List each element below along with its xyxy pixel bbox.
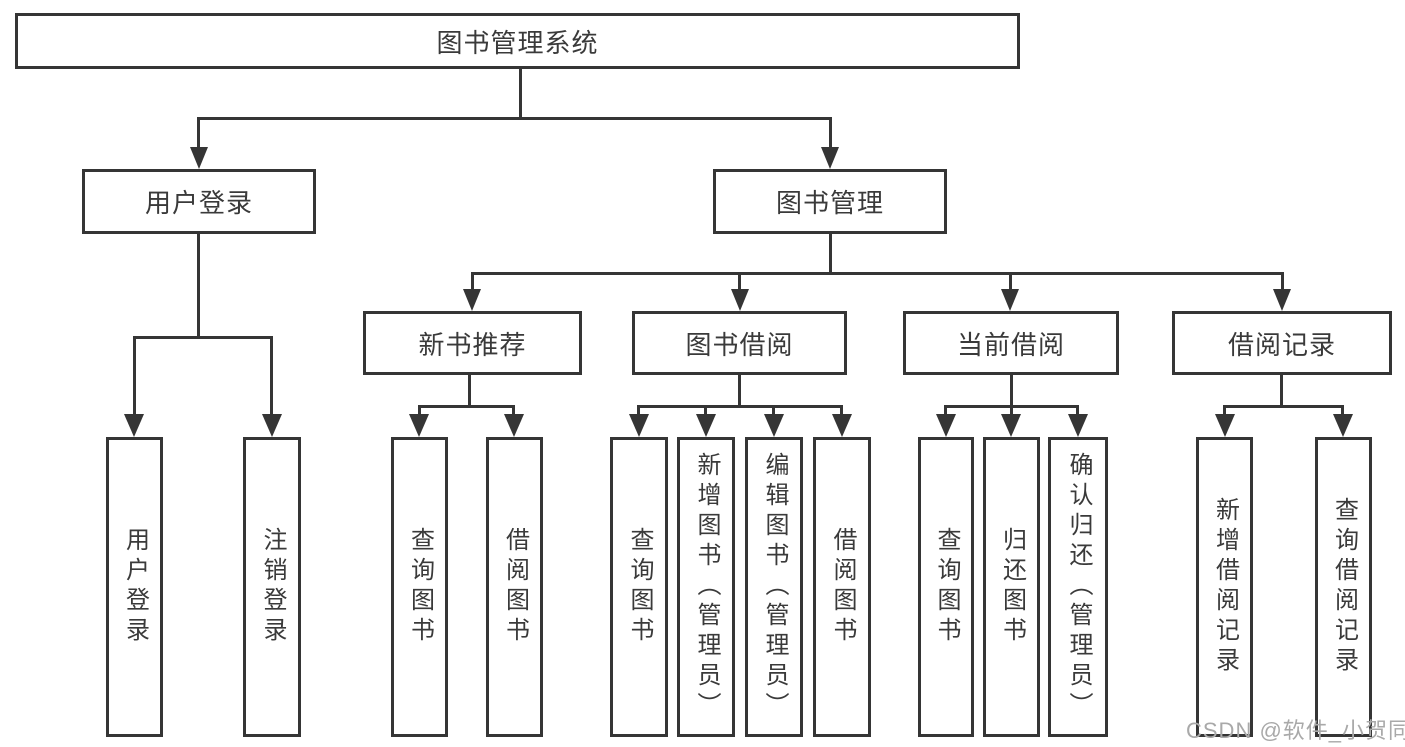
connector-bookborrow-drop-2 — [704, 405, 707, 417]
arrow-down-icon — [409, 414, 429, 437]
arrow-down-icon — [731, 289, 749, 311]
leaf-bookborrow-borrow: 借阅图书 — [813, 437, 871, 737]
node-book-management-label: 图书管理 — [775, 188, 884, 218]
leaf-bookborrow-query-label: 查询图书 — [626, 527, 653, 647]
connector-root-branch — [197, 117, 832, 120]
arrow-down-icon — [832, 414, 852, 437]
connector-currentborrow-drop-2 — [1010, 405, 1013, 417]
node-book-borrow: 图书借阅 — [632, 311, 847, 375]
leaf-currentborrow-query-label: 查询图书 — [933, 527, 960, 647]
connector-bookborrow-drop-4 — [840, 405, 843, 417]
connector-currentborrow-drop-1 — [944, 405, 947, 417]
connector-bookborrow-drop-1 — [637, 405, 640, 417]
arrow-down-icon — [1273, 289, 1291, 311]
arrow-down-icon — [463, 289, 481, 311]
connector-newbook-branch — [418, 405, 515, 408]
arrow-down-icon — [1215, 414, 1235, 437]
connector-root-drop-left — [197, 117, 200, 149]
connector-root-stem — [519, 67, 522, 119]
leaf-bookborrow-query: 查询图书 — [610, 437, 668, 737]
connector-userlogin-branch — [133, 336, 273, 339]
leaf-newbook-query: 查询图书 — [391, 437, 448, 737]
leaf-currentborrow-query: 查询图书 — [918, 437, 974, 737]
connector-userlogin-stem — [197, 234, 200, 338]
leaf-records-add: 新增借阅记录 — [1196, 437, 1253, 737]
connector-root-drop-right — [829, 117, 832, 149]
leaf-currentborrow-confirm-admin-label: 确认归还（管理员） — [1065, 452, 1092, 722]
arrow-down-icon — [1333, 414, 1353, 437]
connector-newbook-stem — [468, 375, 471, 407]
connector-currentborrow-drop-3 — [1076, 405, 1079, 417]
node-new-book-recommend-label: 新书推荐 — [418, 329, 527, 360]
connector-userlogin-drop-2 — [270, 336, 273, 415]
arrow-down-icon — [190, 147, 208, 169]
leaf-newbook-borrow: 借阅图书 — [486, 437, 543, 737]
arrow-down-icon — [936, 414, 956, 437]
connector-bookborrow-drop-3 — [772, 405, 775, 417]
arrow-down-icon — [124, 414, 144, 437]
connector-bookmgmt-drop-2 — [738, 272, 741, 291]
leaf-bookborrow-add-admin: 新增图书（管理员） — [677, 437, 735, 737]
connector-bookmgmt-drop-3 — [1009, 272, 1012, 291]
leaf-newbook-borrow-label: 借阅图书 — [501, 527, 529, 647]
leaf-records-query: 查询借阅记录 — [1315, 437, 1372, 737]
arrow-down-icon — [629, 414, 649, 437]
connector-currentborrow-stem — [1010, 375, 1013, 407]
leaf-logout: 注销登录 — [243, 437, 301, 737]
node-current-borrow-label: 当前借阅 — [956, 329, 1065, 360]
arrow-down-icon — [1001, 414, 1021, 437]
node-root-label: 图书管理系统 — [436, 27, 599, 58]
node-book-borrow-label: 图书借阅 — [685, 329, 794, 360]
csdn-watermark: CSDN @软件_小贺同学 — [1186, 718, 1405, 743]
connector-bookmgmt-drop-1 — [471, 272, 474, 291]
node-borrow-records: 借阅记录 — [1172, 311, 1392, 375]
connector-bookborrow-stem — [738, 375, 741, 407]
node-current-borrow: 当前借阅 — [903, 311, 1119, 375]
arrow-down-icon — [1068, 414, 1088, 437]
node-root: 图书管理系统 — [15, 13, 1020, 69]
connector-borrowrecords-branch — [1224, 405, 1344, 408]
leaf-bookborrow-edit-admin-label: 编辑图书（管理员） — [761, 452, 788, 722]
leaf-records-query-label: 查询借阅记录 — [1330, 497, 1358, 677]
arrow-down-icon — [262, 414, 282, 437]
leaf-bookborrow-borrow-label: 借阅图书 — [829, 527, 856, 647]
connector-bookmgmt-branch — [471, 272, 1283, 275]
leaf-bookborrow-add-admin-label: 新增图书（管理员） — [693, 452, 720, 722]
node-user-login-group: 用户登录 — [82, 169, 316, 234]
leaf-user-login-label: 用户登录 — [121, 527, 149, 647]
leaf-newbook-query-label: 查询图书 — [406, 527, 434, 647]
connector-borrowrecords-drop-2 — [1341, 405, 1344, 417]
leaf-currentborrow-confirm-admin: 确认归还（管理员） — [1048, 437, 1108, 737]
node-book-management: 图书管理 — [713, 169, 947, 234]
connector-newbook-drop-1 — [418, 405, 421, 417]
connector-borrowrecords-stem — [1280, 375, 1283, 407]
connector-borrowrecords-drop-1 — [1223, 405, 1226, 417]
leaf-currentborrow-return: 归还图书 — [983, 437, 1040, 737]
leaf-user-login: 用户登录 — [106, 437, 163, 737]
connector-bookmgmt-drop-4 — [1281, 272, 1284, 291]
arrow-down-icon — [504, 414, 524, 437]
leaf-bookborrow-edit-admin: 编辑图书（管理员） — [745, 437, 803, 737]
arrow-down-icon — [1001, 289, 1019, 311]
node-borrow-records-label: 借阅记录 — [1227, 329, 1336, 360]
leaf-currentborrow-return-label: 归还图书 — [998, 527, 1026, 647]
node-new-book-recommend: 新书推荐 — [363, 311, 582, 375]
connector-newbook-drop-2 — [512, 405, 515, 417]
arrow-down-icon — [821, 147, 839, 169]
connector-userlogin-drop-1 — [133, 336, 136, 415]
leaf-records-add-label: 新增借阅记录 — [1211, 497, 1239, 677]
leaf-logout-label: 注销登录 — [259, 527, 286, 647]
arrow-down-icon — [764, 414, 784, 437]
arrow-down-icon — [696, 414, 716, 437]
connector-bookborrow-branch — [637, 405, 843, 408]
node-user-login-group-label: 用户登录 — [144, 188, 253, 218]
connector-bookmgmt-stem — [829, 234, 832, 275]
